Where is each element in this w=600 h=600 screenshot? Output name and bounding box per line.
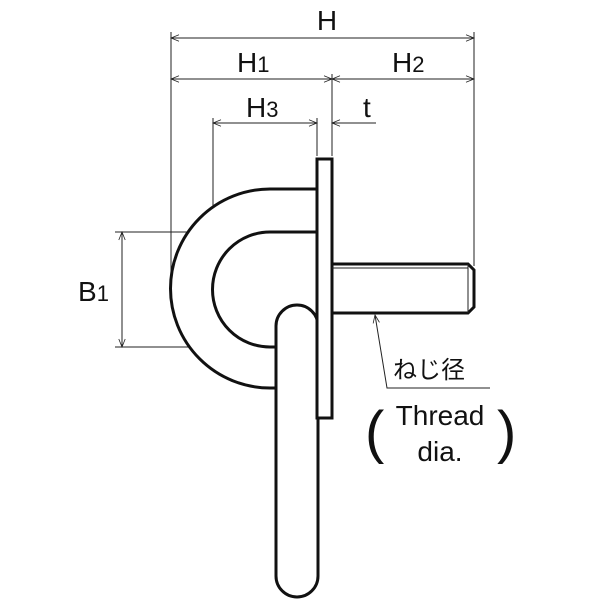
label-t: t <box>363 92 371 123</box>
plate <box>315 157 334 420</box>
label-thread-en-2: dia. <box>417 436 462 467</box>
label-H3: H3 <box>246 92 278 123</box>
label-H1: H1 <box>237 47 269 78</box>
thread-leader <box>375 315 490 389</box>
label-thread-en-1: Thread <box>396 400 485 431</box>
threaded-shank <box>330 262 476 315</box>
label-B1: B1 <box>78 276 109 307</box>
label-H2: H2 <box>392 47 424 78</box>
label-thread-jp: ねじ径 <box>393 357 465 384</box>
eye-loop <box>169 187 319 390</box>
paren-open: ( <box>365 400 384 465</box>
paren-close: ) <box>497 400 516 465</box>
ring <box>274 303 320 599</box>
label-H: H <box>317 5 337 36</box>
